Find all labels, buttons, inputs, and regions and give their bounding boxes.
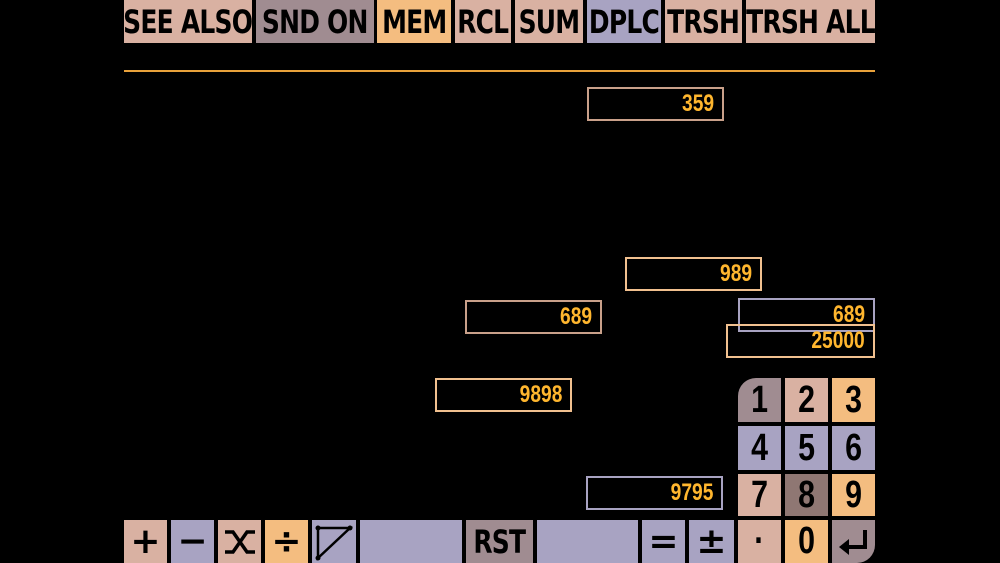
key-3-button[interactable]: 3 (832, 378, 875, 422)
rcl-button[interactable]: RCL (455, 0, 511, 43)
decimal-icon: · (754, 520, 765, 562)
value-field[interactable]: 9898 (435, 378, 572, 412)
sound-on-label: SND ON (262, 2, 368, 41)
minus-icon: − (177, 521, 208, 562)
dplc-label: DPLC (588, 2, 660, 41)
sum-button[interactable]: SUM (515, 0, 583, 43)
blank-button-2[interactable] (537, 520, 638, 563)
value-field[interactable]: 689 (738, 298, 875, 332)
sum-label: SUM (518, 2, 581, 41)
sound-on-button[interactable]: SND ON (256, 0, 374, 43)
key-5-button[interactable]: 5 (785, 426, 828, 470)
plus-button[interactable]: + (124, 520, 167, 563)
key-9-label: 9 (845, 474, 862, 516)
key-2-label: 2 (798, 378, 815, 421)
key-4-button[interactable]: 4 (738, 426, 781, 470)
key-6-label: 6 (845, 426, 862, 469)
triangle-icon (315, 525, 354, 561)
key-7-button[interactable]: 7 (738, 474, 781, 516)
key-8-button[interactable]: 8 (785, 474, 828, 516)
minus-button[interactable]: − (171, 520, 214, 563)
value-text: 689 (559, 303, 592, 330)
divide-button[interactable]: ÷ (265, 520, 308, 563)
multiply-button[interactable]: × (218, 520, 261, 563)
trsh-button[interactable]: TRSH (665, 0, 742, 43)
key-9-button[interactable]: 9 (832, 474, 875, 516)
value-text: 689 (832, 301, 865, 328)
plus-minus-button[interactable]: ± (689, 520, 734, 563)
key-8-label: 8 (798, 474, 815, 516)
key-1-button[interactable]: 1 (738, 378, 781, 422)
header-divider (124, 70, 875, 72)
equals-button[interactable]: = (642, 520, 685, 563)
dplc-button[interactable]: DPLC (587, 0, 661, 43)
key-7-label: 7 (751, 474, 768, 516)
value-text: 9898 (519, 381, 562, 408)
value-text: 25000 (811, 327, 865, 354)
geometry-button[interactable] (312, 520, 356, 563)
value-text: 9795 (670, 479, 713, 506)
multiply-icon (224, 529, 255, 554)
key-3-label: 3 (845, 378, 862, 421)
reset-label: RST (473, 522, 527, 561)
enter-icon (838, 529, 867, 555)
divide-icon: ÷ (271, 521, 302, 562)
key-0-button[interactable]: 0 (785, 520, 828, 563)
value-field[interactable]: 359 (587, 87, 724, 121)
key-0-label: 0 (798, 520, 815, 562)
value-field[interactable]: 689 (465, 300, 602, 334)
trsh-all-button[interactable]: TRSH ALL (746, 0, 875, 43)
key-4-label: 4 (751, 426, 768, 469)
reset-button[interactable]: RST (466, 520, 533, 563)
value-text: 989 (719, 260, 752, 287)
rcl-label: RCL (457, 2, 509, 41)
trsh-all-label: TRSH ALL (746, 2, 875, 41)
key-1-label: 1 (751, 378, 768, 421)
key-2-button[interactable]: 2 (785, 378, 828, 422)
plus-icon: + (130, 521, 161, 562)
see-also-button[interactable]: SEE ALSO (124, 0, 252, 43)
blank-button[interactable] (360, 520, 462, 563)
value-field[interactable]: 25000 (726, 324, 875, 358)
see-also-label: SEE ALSO (124, 2, 252, 41)
trsh-label: TRSH (667, 2, 741, 41)
plus-minus-icon: ± (696, 521, 727, 562)
mem-button[interactable]: MEM (377, 0, 451, 43)
enter-button[interactable]: ↵ (832, 520, 875, 563)
decimal-button[interactable]: · (738, 520, 781, 563)
equals-icon: = (648, 521, 679, 562)
value-field[interactable]: 9795 (586, 476, 723, 510)
mem-label: MEM (381, 2, 447, 41)
key-5-label: 5 (798, 426, 815, 469)
key-6-button[interactable]: 6 (832, 426, 875, 470)
value-field[interactable]: 989 (625, 257, 762, 291)
value-text: 359 (681, 90, 714, 117)
